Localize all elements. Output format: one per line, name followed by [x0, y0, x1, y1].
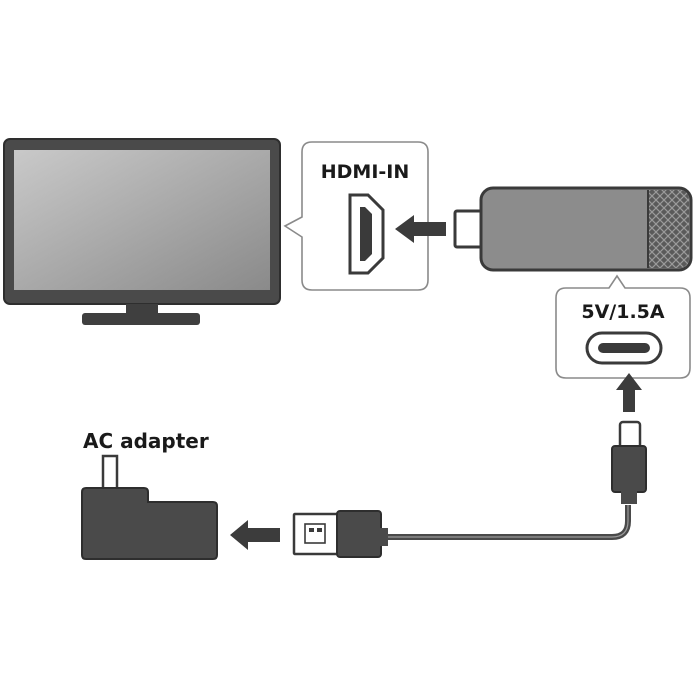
hdmi-in-label: HDMI-IN — [321, 161, 410, 183]
adapter-prong — [101, 454, 119, 493]
hdmi-in-callout: HDMI-IN — [283, 141, 429, 291]
tv-screen — [14, 150, 270, 290]
tv-monitor — [3, 138, 281, 325]
tv-stand-base — [82, 313, 200, 325]
usb-a-plug — [292, 510, 388, 558]
stick-hdmi-plug — [453, 209, 485, 249]
arrow-to-hdmi-port — [395, 215, 446, 243]
streaming-stick — [453, 186, 693, 272]
stick-body — [479, 186, 693, 272]
power-rating-label: 5V/1.5A — [581, 301, 665, 323]
adapter-body — [81, 487, 218, 560]
usb-c-plug — [611, 420, 647, 504]
cable-wire — [385, 505, 631, 540]
tv-stand-neck — [126, 304, 158, 314]
ac-adapter-label: AC adapter — [83, 429, 209, 453]
arrow-to-ac-adapter — [230, 520, 280, 550]
arrow-to-usb-c-port — [616, 373, 642, 412]
stick-mesh-grille — [648, 190, 689, 268]
usb-cable — [292, 420, 647, 558]
ac-adapter-icon — [81, 454, 218, 560]
power-port-callout: 5V/1.5A — [555, 274, 691, 379]
hdmi-port-icon — [348, 193, 385, 275]
usb-c-port-icon — [585, 331, 663, 365]
